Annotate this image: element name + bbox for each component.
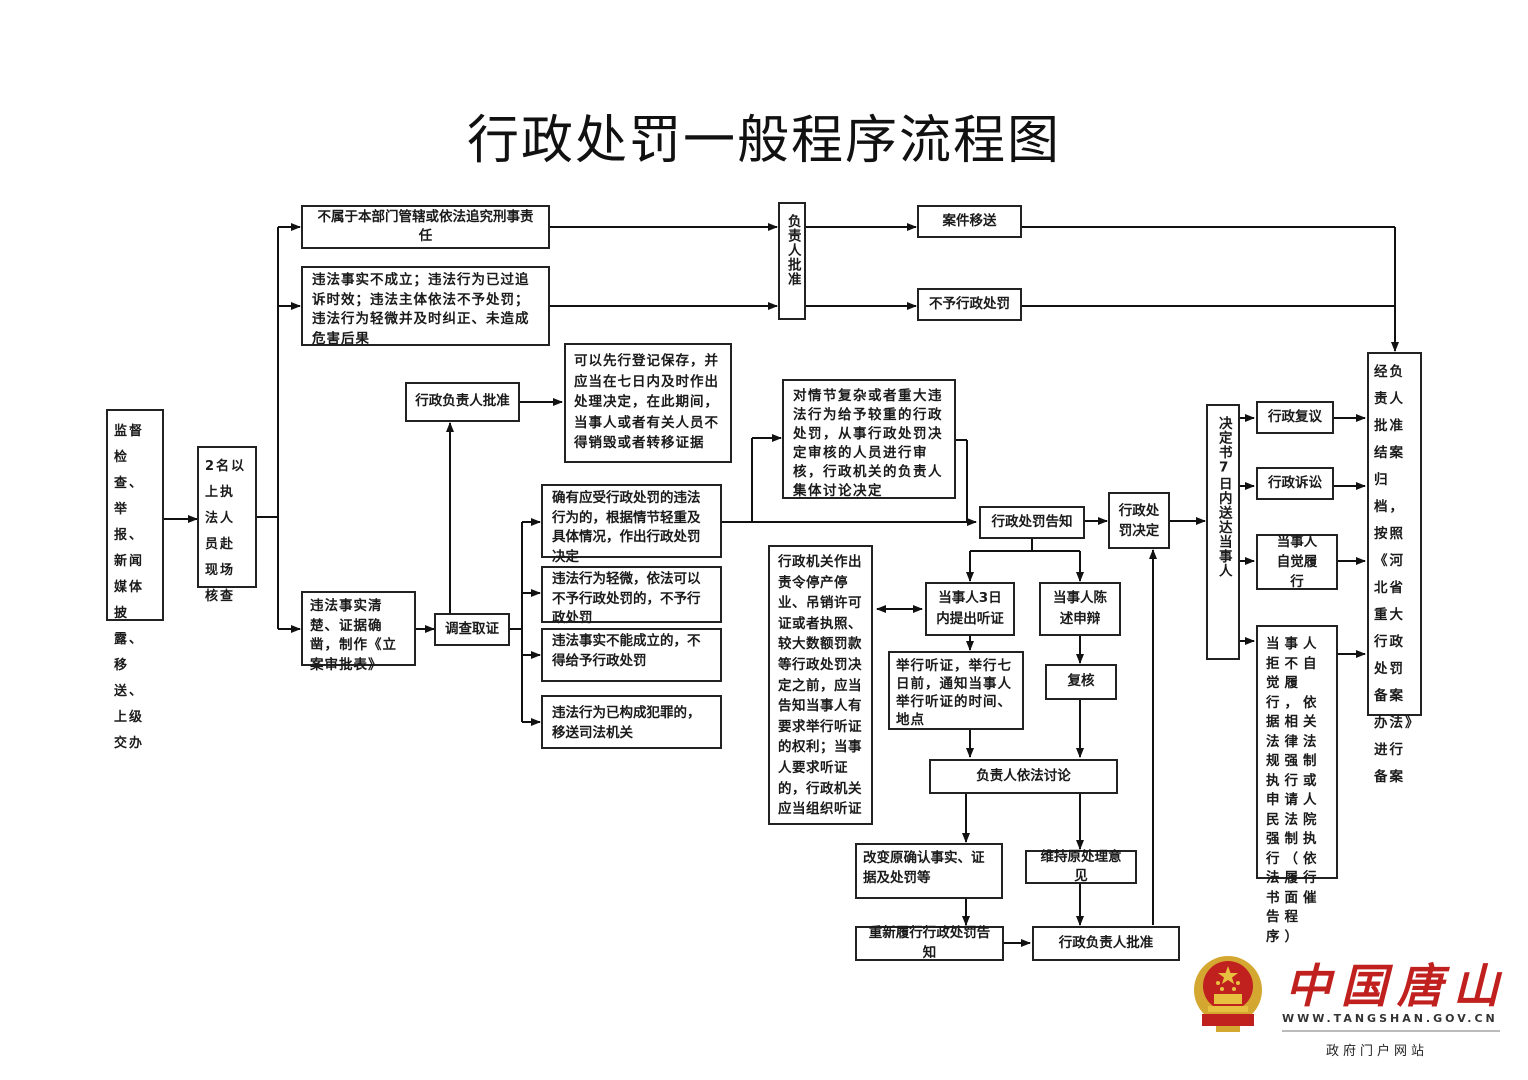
node-voluntary: 当事人自觉履行 [1256,534,1338,590]
logo-url[interactable]: WWW.TANGSHAN.GOV.CN [1282,1012,1498,1025]
node-penalty-decision: 行政处罚决定 [1108,492,1170,549]
node-hearing-request: 当事人3日内提出听证 [925,582,1015,636]
node-no-penalty: 不予行政处罚 [917,288,1022,321]
node-hearing-hold: 举行听证，举行七日前，通知当事人举行听证的时间、地点 [888,651,1024,730]
node-recheck: 复核 [1045,664,1117,700]
node-no-violation: 违法事实不成立；违法行为已过追诉时效；违法主体依法不予处罚；违法行为轻微并及时纠… [301,266,550,347]
node-outcome-unfounded: 违法事实不能成立的，不得给予行政处罚 [541,628,722,682]
node-outcome-minor: 违法行为轻微，依法可以不予行政处罚的，不予行政处罚 [541,566,722,626]
node-approval-top: 负责人批准 [778,202,806,320]
node-collective-review: 对情节复杂或者重大违法行为给予较重的行政处罚，从事行政处罚决定审核的人员进行审核… [782,379,956,499]
node-onsite: 2名以上执法人员赴现场核查 [197,446,257,604]
node-evidence-preserve: 可以先行登记保存，并应当在七日内及时作出处理决定，在此期间，当事人或者有关人员不… [564,343,732,463]
node-source: 监督检查、举报、新闻媒体披露、移送、上级交办 [106,409,164,751]
node-enforcement: 当事人拒不自觉履行，依据相关法律法规强制执行或申请人民法院强制执行（依法履行书面… [1256,625,1338,945]
node-renotice: 重新履行行政处罚告知 [855,925,1004,961]
node-penalty-notice: 行政处罚告知 [979,506,1085,539]
node-discussion: 负责人依法讨论 [929,759,1118,794]
node-archive: 经负责人批准结案归档，按照《河北省重大行政处罚备案办法》进行备案 [1367,352,1422,785]
node-admin-approval-2: 行政负责人批准 [1032,926,1180,961]
node-admin-approval-1: 行政负责人批准 [405,382,520,422]
node-outcome-crime: 违法行为已构成犯罪的，移送司法机关 [541,695,722,749]
node-maintain: 维持原处理意见 [1025,849,1137,884]
logo-divider [1282,1030,1500,1032]
national-emblem-icon [1194,956,1262,1032]
node-investigate: 调查取证 [434,613,510,646]
node-not-jurisdiction: 不属于本部门管辖或依法追究刑事责任 [301,205,550,249]
node-statement: 当事人陈述申辩 [1039,582,1121,636]
node-deliver: 决定书7日内送达当事人 [1206,404,1240,660]
node-hearing-rights: 行政机关作出责令停产停业、吊销许可证或者执照、较大数额罚款等行政处罚决定之前，应… [768,545,873,825]
node-change-original: 改变原确认事实、证据及处罚等 [855,843,1003,899]
page-title: 行政处罚一般程序流程图 [466,111,1061,171]
node-outcome-penalty: 确有应受行政处罚的违法行为的，根据情节轻重及具体情况，作出行政处罚决定 [541,484,722,565]
node-reconsideration: 行政复议 [1256,401,1334,434]
logo-subtitle: 政府门户网站 [1326,1044,1429,1059]
node-file-case: 违法事实清楚、证据确凿，制作《立案审批表》 [301,591,416,673]
node-case-transfer: 案件移送 [917,205,1022,238]
node-litigation: 行政诉讼 [1256,467,1334,500]
logo-title: 中国唐山 [1285,959,1509,1013]
